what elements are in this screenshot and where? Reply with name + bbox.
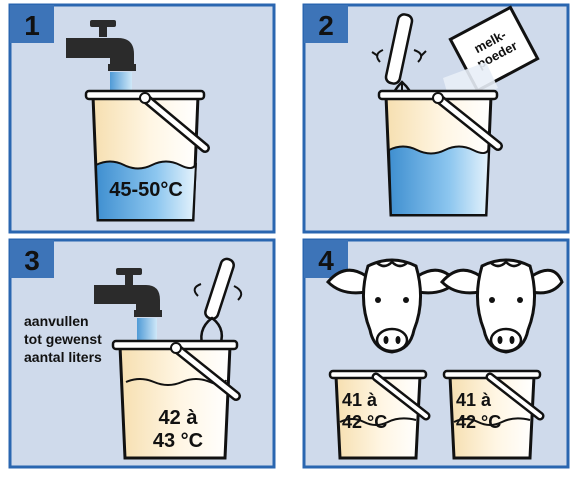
instruction-line2: tot gewenst: [24, 331, 102, 347]
panel-4-temperature-right-line1: 41 à: [456, 390, 492, 410]
panel-1-temperature: 45-50°C: [109, 179, 183, 201]
panel-1: 1 45-50°C: [10, 5, 274, 232]
panel-4-temperature-left-line1: 41 à: [342, 390, 378, 410]
panel-3-number: 3: [24, 245, 40, 276]
panel-1-number: 1: [24, 10, 40, 41]
panel-4-temperature-left-line2: 42 °C: [342, 412, 387, 432]
panel-4-temperature-right-line2: 42 °C: [456, 412, 501, 432]
panel-2-number: 2: [318, 10, 334, 41]
instruction-line3: aantal liters: [24, 349, 102, 365]
panel-3: 3 aanvullen tot gewenst aantal liters 42…: [10, 240, 274, 467]
instruction-line1: aanvullen: [24, 313, 89, 329]
panel-4-number: 4: [318, 245, 334, 276]
water-level: [389, 147, 489, 216]
panel-4: 4: [304, 240, 568, 467]
bucket: [379, 91, 498, 215]
panel-3-temperature-line1: 42 à: [159, 407, 199, 429]
panel-2: 2 melk- poeder: [304, 5, 568, 232]
panel-3-temperature-line2: 43 °C: [153, 430, 203, 452]
